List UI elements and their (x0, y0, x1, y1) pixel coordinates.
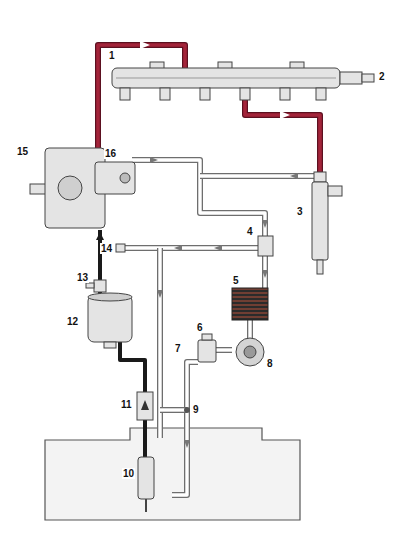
callout-number: 5 (232, 275, 240, 286)
callout-number: 4 (246, 226, 254, 237)
high-pressure-lines (98, 41, 320, 174)
callout-number: 8 (266, 358, 274, 369)
pressure-sensor (340, 72, 362, 84)
fuel-cooler (232, 288, 268, 320)
callout-number: 15 (16, 146, 29, 157)
callout-number: 7 (174, 343, 182, 354)
tank-pump (138, 457, 154, 512)
callout-number: 13 (76, 272, 89, 283)
filter-heater (94, 280, 106, 292)
common-rail (112, 62, 374, 100)
cooling-fan (236, 338, 264, 366)
callout-number: 3 (296, 206, 304, 217)
callout-number: 6 (196, 322, 204, 333)
high-pressure-pump (30, 148, 135, 228)
callout-number: 14 (100, 243, 113, 254)
callout-number: 12 (66, 316, 79, 327)
callout-number: 1 (108, 50, 116, 61)
return-pipes (124, 157, 320, 495)
thermostatic-valve (198, 340, 216, 362)
supply-line (96, 230, 145, 457)
fuel-tank (45, 428, 300, 520)
injector (312, 172, 342, 274)
callout-number: 11 (120, 399, 133, 410)
junction (184, 407, 190, 413)
callout-number: 10 (122, 468, 135, 479)
callout-number: 9 (192, 404, 200, 415)
callout-number: 16 (104, 148, 117, 159)
non-return-valve (137, 392, 153, 420)
fuel-filter (88, 293, 132, 348)
callout-number: 2 (378, 71, 386, 82)
valve (258, 236, 273, 256)
pump-valve (95, 162, 135, 194)
temperature-sensor (116, 244, 125, 252)
